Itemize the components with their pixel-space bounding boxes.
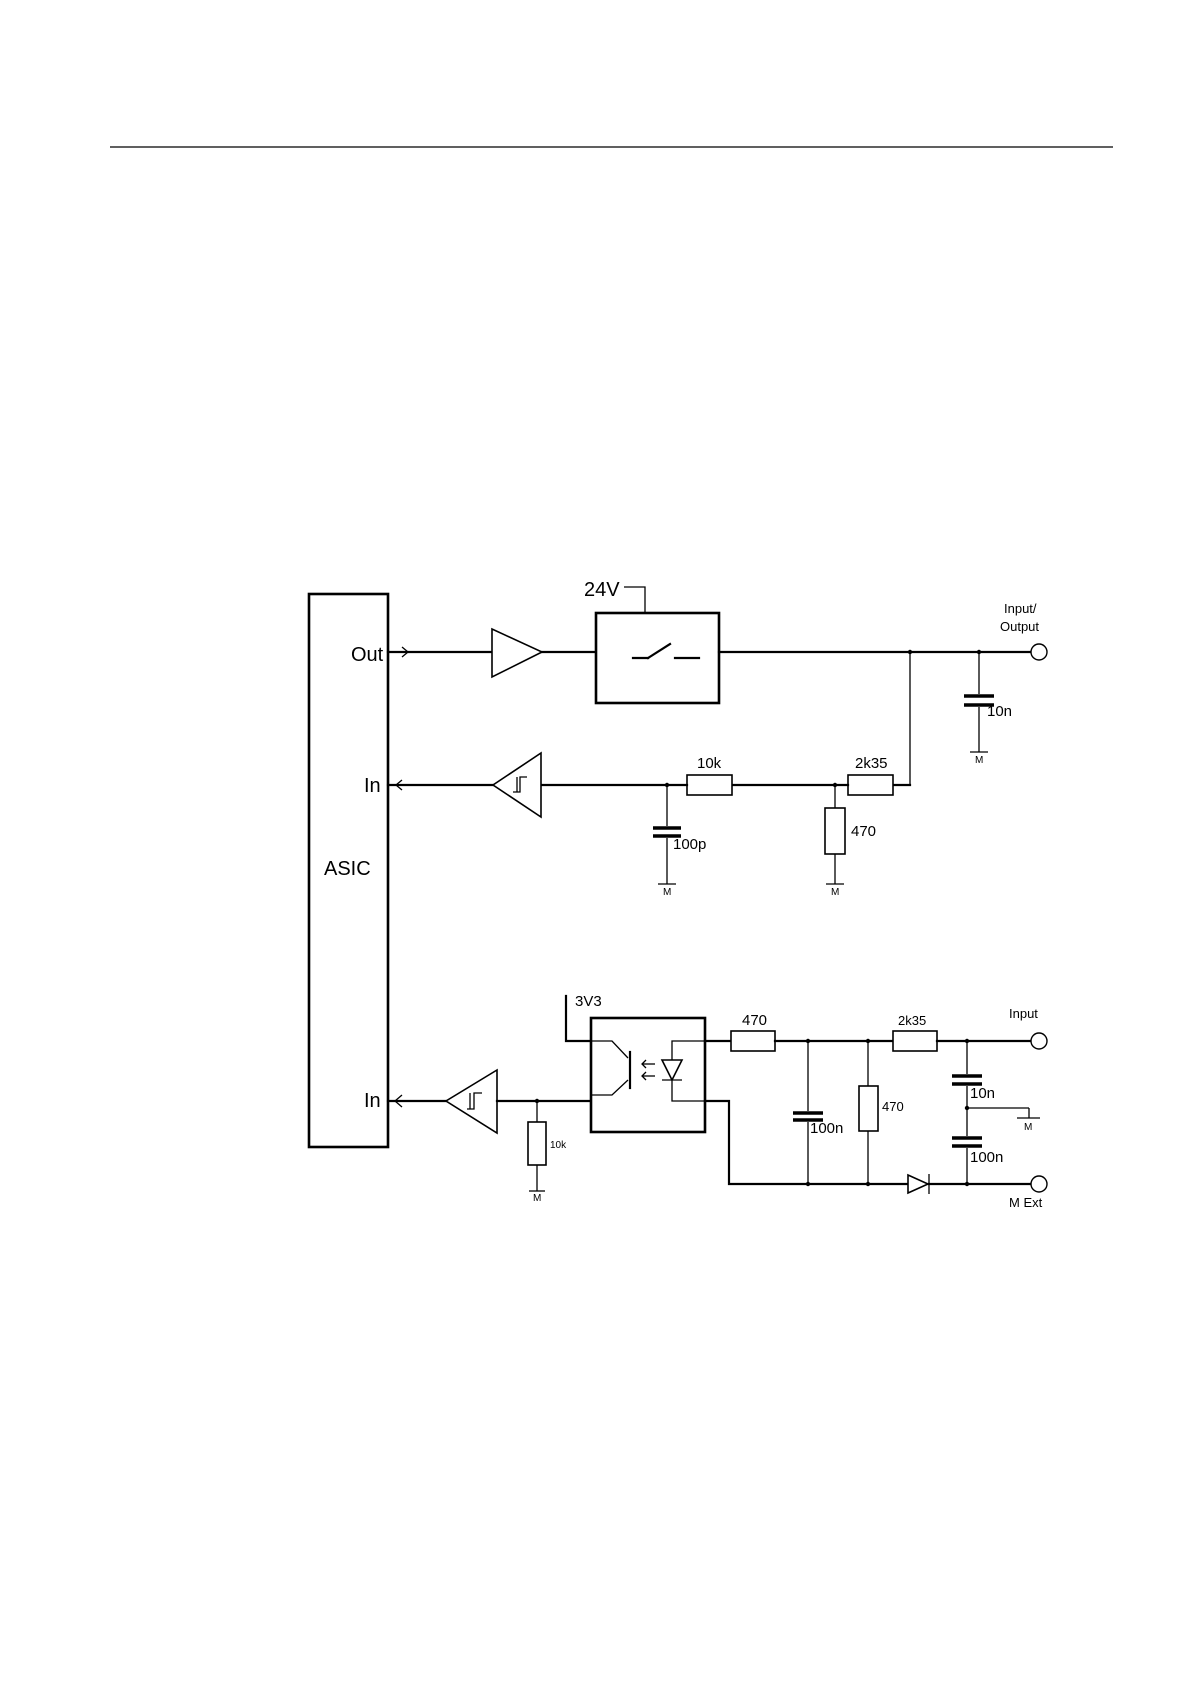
ground-label: M bbox=[533, 1193, 541, 1204]
supply-3v3-label: 3V3 bbox=[575, 993, 602, 1010]
resistor-2k35-bottom bbox=[893, 1031, 937, 1051]
ground-label: M bbox=[975, 755, 983, 766]
input-path-bottom: 10k M 3V3 470 2k35 bbox=[388, 993, 1047, 1210]
cap-100n-label: 100n bbox=[810, 1120, 843, 1137]
asic-label: ASIC bbox=[324, 858, 371, 880]
res-2k35-label: 2k35 bbox=[855, 755, 888, 772]
supply-24v-label: 24V bbox=[584, 579, 620, 601]
input-terminal-icon bbox=[1031, 1033, 1047, 1049]
cap-10n-label: 10n bbox=[987, 703, 1012, 720]
resistor-470-series bbox=[731, 1031, 775, 1051]
asic-block: ASIC Out In In bbox=[309, 594, 388, 1147]
cap-10n-bottom-label: 10n bbox=[970, 1085, 995, 1102]
resistor-470-shunt-bottom bbox=[859, 1086, 878, 1131]
resistor-2k35 bbox=[848, 775, 893, 795]
io-terminal-label-1: Input/ bbox=[1004, 601, 1037, 616]
res-470-series-label: 470 bbox=[742, 1012, 767, 1029]
res-10k-pulldown-label: 10k bbox=[550, 1140, 567, 1151]
ground-label: M bbox=[1024, 1122, 1032, 1133]
resistor-470-shunt bbox=[825, 808, 845, 854]
io-terminal-label-2: Output bbox=[1000, 619, 1039, 634]
high-side-switch bbox=[596, 613, 719, 703]
res-2k35-bottom-label: 2k35 bbox=[898, 1013, 926, 1028]
schmitt-buffer-bottom-icon bbox=[446, 1070, 497, 1133]
mext-terminal-label: M Ext bbox=[1009, 1195, 1043, 1210]
res-470-shunt-bottom-label: 470 bbox=[882, 1099, 904, 1114]
optocoupler bbox=[591, 1018, 705, 1132]
pin-out-label: Out bbox=[351, 644, 384, 666]
output-buffer-icon bbox=[492, 629, 542, 677]
pin-in-bottom-label: In bbox=[364, 1090, 381, 1112]
cap-100p-label: 100p bbox=[673, 836, 706, 853]
res-10k-label: 10k bbox=[697, 755, 722, 772]
cap-100n-bottom-label: 100n bbox=[970, 1149, 1003, 1166]
pin-in-top-label: In bbox=[364, 775, 381, 797]
ground-label: M bbox=[663, 887, 671, 898]
ground-label: M bbox=[831, 887, 839, 898]
diode-icon bbox=[908, 1175, 928, 1193]
resistor-10k bbox=[687, 775, 732, 795]
res-470-label: 470 bbox=[851, 823, 876, 840]
output-path: 24V Input/ Output 10n M bbox=[388, 579, 1047, 766]
io-terminal-icon bbox=[1031, 644, 1047, 660]
input-terminal-label: Input bbox=[1009, 1006, 1038, 1021]
resistor-10k-pulldown bbox=[528, 1122, 546, 1165]
mext-terminal-icon bbox=[1031, 1176, 1047, 1192]
